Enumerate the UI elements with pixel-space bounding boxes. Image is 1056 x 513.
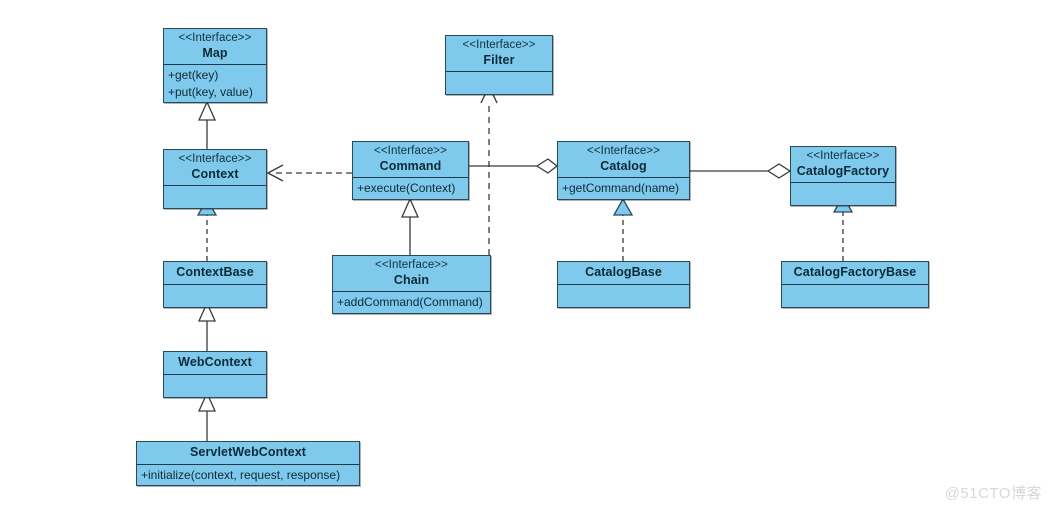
edge-servletwebcontext-extends-webcontext — [197, 391, 217, 441]
edge-context-extends-map — [197, 100, 217, 149]
class-header-filter: <<Interface>> Filter — [446, 36, 552, 73]
class-member: +addCommand(Command) — [337, 295, 483, 310]
class-header-command: <<Interface>> Command — [353, 142, 468, 179]
class-header-catalogbase: CatalogBase — [558, 262, 689, 285]
class-header-contextbase: ContextBase — [164, 262, 266, 285]
class-stereotype: <<Interface>> — [178, 153, 252, 165]
class-box-catalog[interactable]: <<Interface>> Catalog +getCommand(name) — [557, 141, 690, 200]
class-name: Filter — [483, 52, 515, 67]
class-header-catalogfactory: <<Interface>> CatalogFactory — [791, 147, 895, 184]
class-name: Command — [379, 158, 442, 173]
class-box-servletwebcontext[interactable]: ServletWebContext +initialize(context, r… — [136, 441, 360, 486]
class-member: +getCommand(name) — [562, 181, 680, 196]
class-header-chain: <<Interface>> Chain — [333, 256, 490, 293]
class-name: ServletWebContext — [189, 445, 307, 459]
class-box-catalogbase[interactable]: CatalogBase — [557, 261, 690, 308]
class-member: +initialize(context, request, response) — [141, 467, 341, 482]
class-header-catalog: <<Interface>> Catalog — [558, 142, 689, 179]
class-box-map[interactable]: <<Interface>> Map +get(key) +put(key, va… — [163, 28, 267, 103]
class-stereotype: <<Interface>> — [462, 39, 536, 51]
edge-chain-implements-filter — [480, 84, 498, 255]
class-members-map: +get(key) +put(key, value) — [164, 65, 266, 101]
class-members-chain: +addCommand(Command) — [333, 292, 490, 312]
class-members-contextbase — [164, 285, 266, 307]
class-members-catalogfactorybase — [782, 285, 928, 307]
class-members-filter — [446, 72, 552, 94]
edge-catalogbase-implements-catalog — [612, 197, 634, 261]
class-box-contextbase[interactable]: ContextBase — [163, 261, 267, 308]
class-header-catalogfactorybase: CatalogFactoryBase — [782, 262, 928, 285]
class-member: +get(key) — [168, 68, 219, 83]
class-members-context — [164, 186, 266, 208]
class-stereotype: <<Interface>> — [374, 145, 447, 157]
class-members-catalogbase — [558, 285, 689, 307]
watermark-label: @51CTO博客 — [944, 485, 1042, 502]
class-box-filter[interactable]: <<Interface>> Filter — [445, 35, 553, 96]
class-box-catalogfactory[interactable]: <<Interface>> CatalogFactory — [790, 146, 896, 207]
class-box-catalogfactorybase[interactable]: CatalogFactoryBase — [781, 261, 929, 308]
class-members-webcontext — [164, 375, 266, 397]
class-members-command: +execute(Context) — [353, 178, 468, 198]
class-box-command[interactable]: <<Interface>> Command +execute(Context) — [352, 141, 469, 200]
class-name: ContextBase — [176, 265, 254, 279]
class-members-servletwebcontext: +initialize(context, request, response) — [137, 465, 359, 485]
class-header-webcontext: WebContext — [164, 352, 266, 375]
class-box-webcontext[interactable]: WebContext — [163, 351, 267, 398]
class-stereotype: <<Interface>> — [806, 150, 880, 162]
edge-command-depends-context — [266, 164, 352, 182]
class-header-servletwebcontext: ServletWebContext — [137, 442, 359, 465]
class-member: +execute(Context) — [357, 181, 456, 196]
class-name: CatalogFactoryBase — [793, 265, 917, 279]
class-name: Catalog — [600, 158, 647, 173]
class-name: Chain — [393, 272, 430, 287]
class-box-context[interactable]: <<Interface>> Context — [163, 149, 267, 210]
class-box-chain[interactable]: <<Interface>> Chain +addCommand(Command) — [332, 255, 491, 314]
class-members-catalogfactory — [791, 183, 895, 205]
class-stereotype: <<Interface>> — [587, 145, 660, 157]
edge-catalog-aggregates-command — [469, 158, 559, 174]
class-stereotype: <<Interface>> — [375, 259, 448, 271]
class-header-map: <<Interface>> Map — [164, 29, 266, 66]
class-stereotype: <<Interface>> — [178, 32, 252, 44]
class-name: WebContext — [178, 355, 252, 369]
class-member: +put(key, value) — [168, 84, 253, 99]
edge-catalogfactory-aggregates-catalog — [690, 163, 792, 179]
class-name: Map — [202, 45, 228, 60]
class-members-catalog: +getCommand(name) — [558, 178, 689, 198]
edge-chain-extends-command — [400, 197, 420, 255]
edge-webcontext-extends-contextbase — [197, 301, 217, 351]
class-name: CatalogFactory — [796, 163, 890, 178]
class-name: Context — [191, 166, 239, 181]
class-header-context: <<Interface>> Context — [164, 150, 266, 187]
class-name: CatalogBase — [585, 265, 662, 279]
